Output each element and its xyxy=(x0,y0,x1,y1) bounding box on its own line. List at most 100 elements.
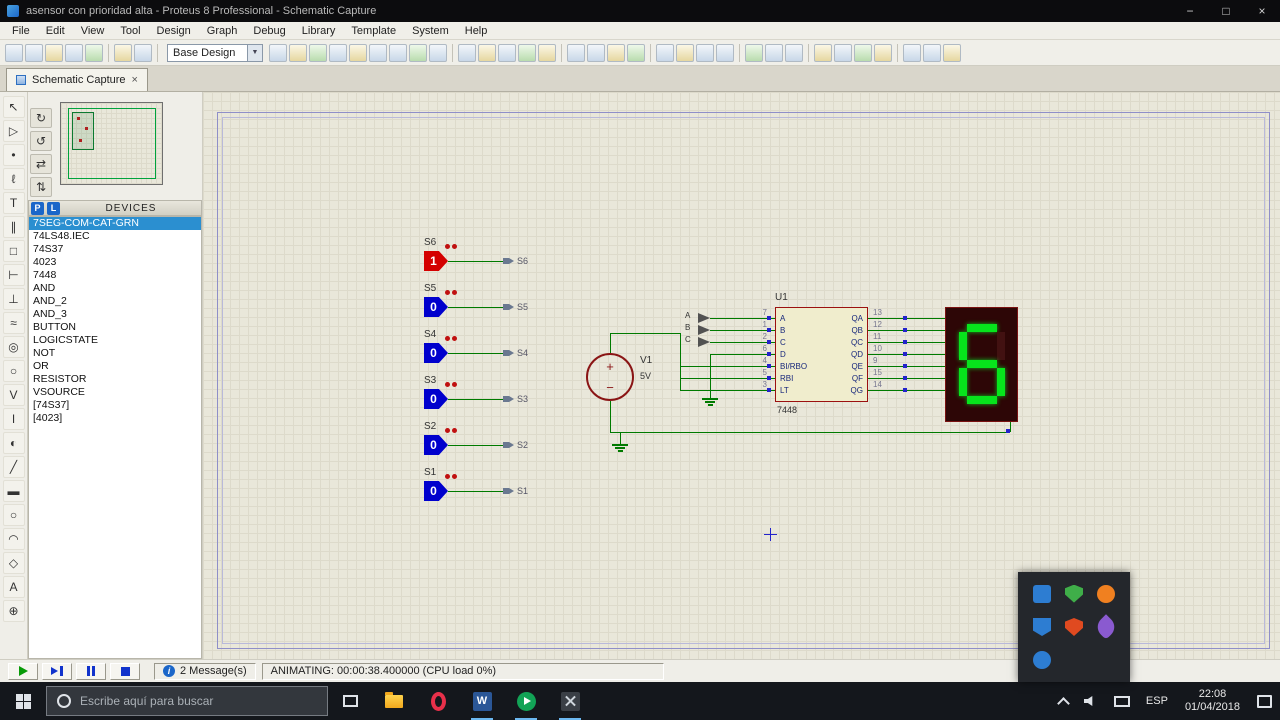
play-button[interactable] xyxy=(8,662,38,680)
device-item[interactable]: BUTTON xyxy=(33,321,76,333)
chip-7448[interactable]: A B C D BI/RBO RBI LT QA QB QC QD QE QF … xyxy=(775,307,868,402)
pause-button[interactable] xyxy=(76,662,106,680)
paste-icon[interactable] xyxy=(538,43,556,62)
logicstate-toggle[interactable] xyxy=(445,382,457,387)
redo-icon[interactable] xyxy=(478,43,496,62)
block-move-icon[interactable] xyxy=(587,43,605,62)
mark-output-area-icon[interactable] xyxy=(134,43,152,62)
graph-mode-icon[interactable]: ≈ xyxy=(2,312,25,334)
logicstate-s3[interactable]: 0 xyxy=(424,389,448,409)
path-2d-icon[interactable]: ◇ xyxy=(2,552,25,574)
device-item[interactable]: AND_2 xyxy=(33,295,67,307)
refresh-icon[interactable] xyxy=(269,43,287,62)
wire-autorouter-icon[interactable] xyxy=(745,43,763,62)
device-item[interactable]: AND_3 xyxy=(33,308,67,320)
packaging-tool-icon[interactable] xyxy=(696,43,714,62)
device-item[interactable]: 4023 xyxy=(33,256,57,268)
zoom-area-icon[interactable] xyxy=(429,43,447,62)
line-2d-icon[interactable]: ╱ xyxy=(2,456,25,478)
subcircuit-icon[interactable]: □ xyxy=(2,240,25,262)
word-button[interactable]: W xyxy=(460,682,504,720)
search-components-icon[interactable] xyxy=(765,43,783,62)
volume-button[interactable] xyxy=(1076,682,1106,720)
print-icon[interactable] xyxy=(114,43,132,62)
minimize-button[interactable]: − xyxy=(1186,4,1194,18)
text-script-icon[interactable]: T xyxy=(2,192,25,214)
menu-graph[interactable]: Graph xyxy=(206,24,238,37)
arc-2d-icon[interactable]: ◠ xyxy=(2,528,25,550)
tray-icon-blue-flag[interactable] xyxy=(1033,617,1051,636)
tray-icon-security-shield[interactable] xyxy=(1065,617,1083,636)
schematic-overview[interactable] xyxy=(60,102,163,185)
remove-sheet-icon[interactable] xyxy=(854,43,872,62)
logicstate-s1[interactable]: 0 xyxy=(424,481,448,501)
tray-icon-blue-app[interactable] xyxy=(1033,584,1051,603)
rotate-ccw-icon[interactable]: ↺ xyxy=(30,131,52,151)
virtual-instruments-icon[interactable]: ◐ xyxy=(2,432,25,454)
decompose-icon[interactable] xyxy=(716,43,734,62)
search-input[interactable] xyxy=(80,694,317,708)
mirror-vertical-icon[interactable]: ⇅ xyxy=(30,177,52,197)
menu-file[interactable]: File xyxy=(12,24,30,37)
import-icon[interactable] xyxy=(65,43,83,62)
save-project-icon[interactable] xyxy=(45,43,63,62)
terminal-mode-icon[interactable]: ⊢ xyxy=(2,264,25,286)
device-item[interactable]: 7448 xyxy=(33,269,57,281)
tape-recorder-icon[interactable]: ◎ xyxy=(2,336,25,358)
tray-overflow-button[interactable] xyxy=(1051,682,1076,720)
device-item[interactable]: VSOURCE xyxy=(33,386,85,398)
voltage-probe-icon[interactable]: V xyxy=(2,384,25,406)
current-probe-icon[interactable]: I xyxy=(2,408,25,430)
netlist-compiler-icon[interactable] xyxy=(943,43,961,62)
device-item[interactable]: 7SEG-COM-CAT-GRN xyxy=(29,217,201,230)
tab-close-icon[interactable]: × xyxy=(131,74,138,86)
zoom-all-icon[interactable] xyxy=(409,43,427,62)
file-explorer-button[interactable] xyxy=(372,682,416,720)
menu-library[interactable]: Library xyxy=(301,24,336,37)
device-item[interactable]: [74S37] xyxy=(33,399,70,411)
device-item[interactable]: 74S37 xyxy=(33,243,64,255)
taskbar-clock[interactable]: 22:08 01/04/2018 xyxy=(1176,688,1249,714)
device-item[interactable]: NOT xyxy=(33,347,56,359)
seven-segment-display[interactable] xyxy=(945,307,1018,422)
pick-parts-button[interactable]: P xyxy=(31,201,44,215)
tab-schematic-capture[interactable]: Schematic Capture × xyxy=(6,68,148,91)
new-sheet-icon[interactable] xyxy=(834,43,852,62)
tray-icon-purple-pen[interactable] xyxy=(1093,614,1119,640)
logicstate-toggle[interactable] xyxy=(445,474,457,479)
device-item[interactable]: LOGICSTATE xyxy=(33,334,98,346)
new-project-icon[interactable] xyxy=(5,43,23,62)
copy-icon[interactable] xyxy=(518,43,536,62)
close-button[interactable]: × xyxy=(1258,4,1266,18)
text-2d-icon[interactable]: A xyxy=(2,576,25,598)
logicstate-toggle[interactable] xyxy=(445,244,457,249)
camtasia-button[interactable] xyxy=(504,682,548,720)
mirror-horizontal-icon[interactable]: ⇄ xyxy=(30,154,52,174)
menu-template[interactable]: Template xyxy=(351,24,397,37)
property-assignment-icon[interactable] xyxy=(785,43,803,62)
language-indicator[interactable]: ESP xyxy=(1145,695,1168,707)
action-center-button[interactable] xyxy=(1249,682,1280,720)
bill-of-materials-icon[interactable] xyxy=(903,43,921,62)
schematic-canvas[interactable]: S6 1 S6 S5 0 S5 S4 0 S4 S3 0 S3 S2 0 S2 xyxy=(203,92,1280,659)
library-button[interactable]: L xyxy=(47,201,60,215)
open-project-icon[interactable] xyxy=(25,43,43,62)
block-copy-icon[interactable] xyxy=(567,43,585,62)
logicstate-s4[interactable]: 0 xyxy=(424,343,448,363)
display-button[interactable] xyxy=(1106,682,1138,720)
message-counter[interactable]: i 2 Message(s) xyxy=(154,662,256,680)
task-view-button[interactable] xyxy=(328,682,372,720)
circle-2d-icon[interactable]: ○ xyxy=(2,504,25,526)
logicstate-s5[interactable]: 0 xyxy=(424,297,448,317)
logicstate-toggle[interactable] xyxy=(445,428,457,433)
generator-mode-icon[interactable]: ○ xyxy=(2,360,25,382)
proteus-button[interactable] xyxy=(548,682,592,720)
marker-2d-icon[interactable]: ⊕ xyxy=(2,600,25,622)
menu-tool[interactable]: Tool xyxy=(120,24,141,37)
menu-design[interactable]: Design xyxy=(156,24,191,37)
false-origin-icon[interactable] xyxy=(309,43,327,62)
menu-edit[interactable]: Edit xyxy=(45,24,65,37)
logicstate-s6[interactable]: 1 xyxy=(424,251,448,271)
export-icon[interactable] xyxy=(85,43,103,62)
bus-mode-icon[interactable]: ∥ xyxy=(2,216,25,238)
